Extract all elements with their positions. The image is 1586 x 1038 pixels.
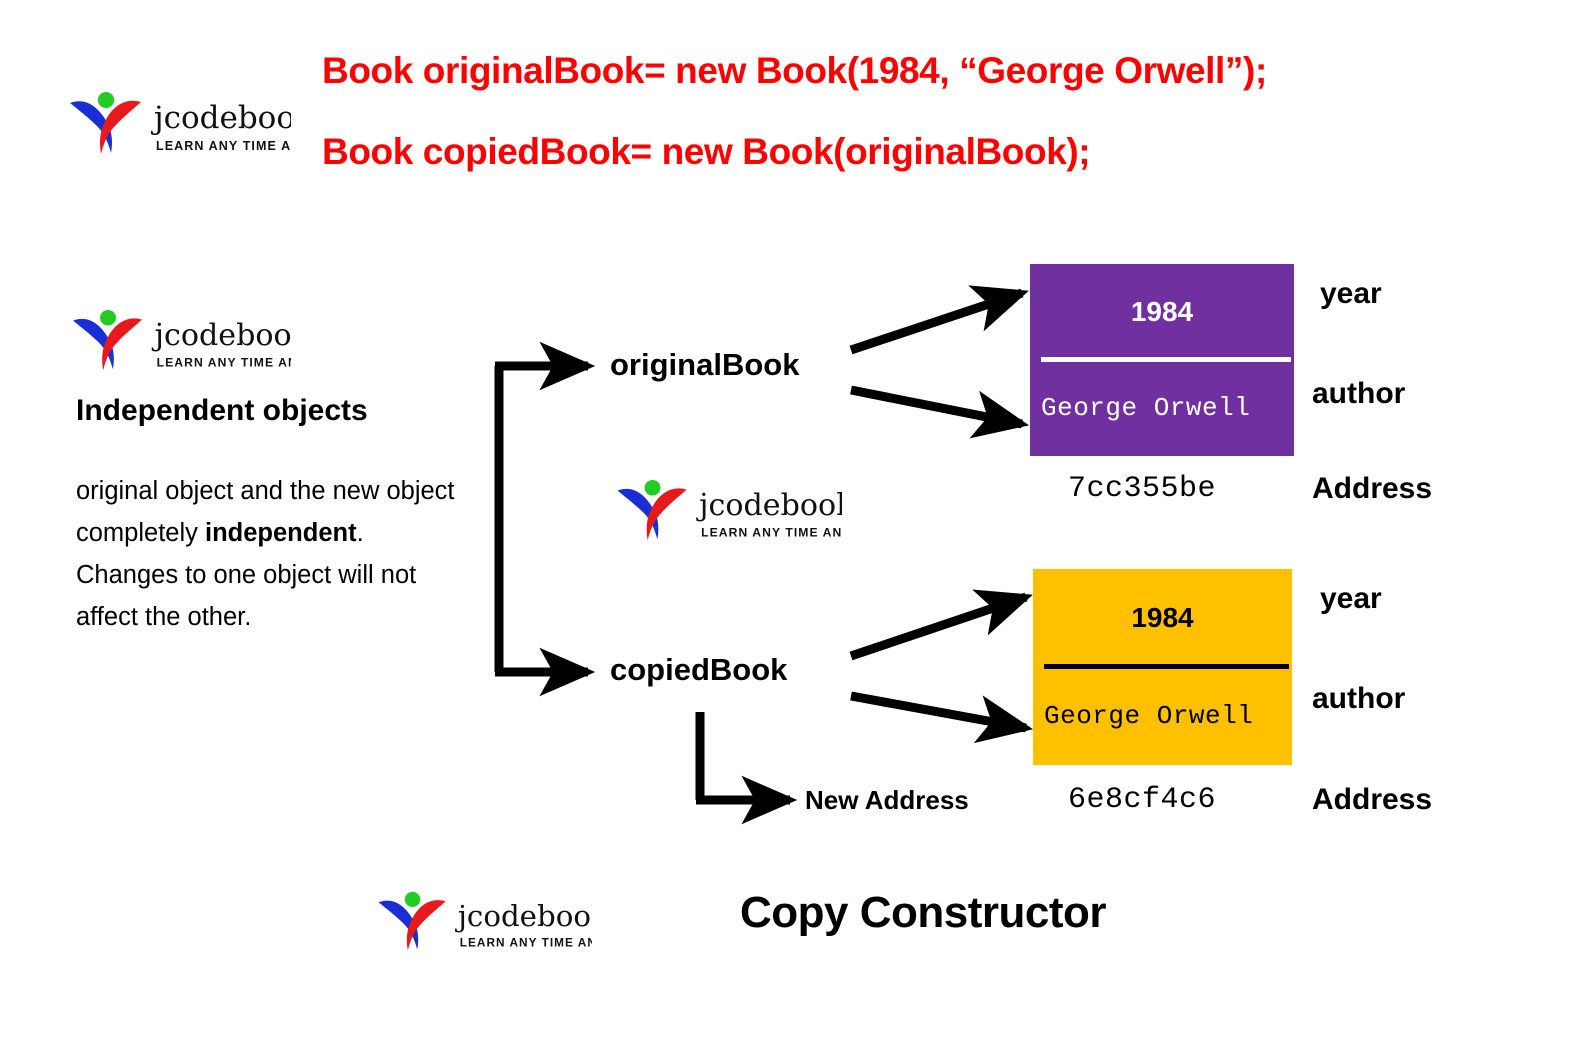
object-address-value-copied: 6e8cf4c6 [1068, 783, 1217, 817]
object-address-value-original: 7cc355be [1068, 472, 1217, 506]
logo-tagline: LEARN ANY TIME ANY WHERE [701, 525, 842, 539]
object-author-value: George Orwell [1041, 393, 1251, 423]
variable-label-originalbook: originalBook [610, 347, 800, 382]
logo-figure-icon [378, 891, 446, 951]
object-year-value: 1984 [1130, 296, 1194, 327]
logo-wordmark: jcodebook [151, 100, 291, 136]
jcodebook-logo: jcodebook LEARN ANY TIME ANY WHERE [66, 90, 291, 162]
independent-objects-heading: Independent objects [76, 394, 368, 427]
logo-figure-icon [73, 309, 143, 371]
object-field-divider [1041, 357, 1291, 362]
logo-tagline: LEARN ANY TIME ANY WHERE [460, 936, 592, 950]
description-part-2: . Changes to one object will not affect … [76, 519, 417, 631]
description-part-1: original object and the new object compl… [76, 477, 455, 547]
bracket-connector [494, 341, 596, 697]
object-year-value: 1984 [1131, 602, 1194, 633]
copied-to-object-arrows [849, 589, 1034, 744]
logo-wordmark: jcodebook [152, 318, 291, 353]
object-author-value: George Orwell [1044, 701, 1254, 731]
logo-figure-icon [617, 479, 687, 541]
logo-wordmark: jcodebook [455, 899, 592, 933]
jcodebook-logo: jcodebook LEARN ANY TIME ANY WHERE [370, 890, 592, 958]
code-statement-original: Book originalBook= new Book(1984, “Georg… [322, 50, 1267, 91]
description-emphasis: independent [204, 519, 357, 547]
field-label-year: year [1320, 277, 1382, 310]
object-box-copied: 1984 George Orwell [1033, 569, 1292, 765]
object-box-original: 1984 George Orwell [1030, 264, 1294, 456]
independent-objects-description: original object and the new object compl… [76, 470, 456, 638]
field-label-address: Address [1312, 472, 1433, 505]
logo-figure-icon [70, 92, 141, 154]
object-field-author: George Orwell [1033, 667, 1292, 765]
field-label-year: year [1320, 582, 1382, 615]
copied-to-new-address-arrow [695, 712, 798, 825]
jcodebook-logo: jcodebook LEARN ANY TIME ANY WHERE [604, 478, 842, 548]
logo-wordmark: jcodebook [696, 488, 842, 523]
diagram-title: Copy Constructor [740, 888, 1107, 937]
logo-tagline: LEARN ANY TIME ANY WHERE [157, 355, 291, 369]
field-label-address: Address [1312, 783, 1433, 816]
code-statement-copied: Book copiedBook= new Book(originalBook); [322, 131, 1091, 172]
logo-tagline: LEARN ANY TIME ANY WHERE [156, 139, 291, 153]
object-field-divider [1044, 664, 1289, 669]
object-field-year: 1984 [1030, 264, 1294, 360]
object-field-author: George Orwell [1030, 360, 1294, 456]
jcodebook-logo: jcodebook LEARN ANY TIME ANY WHERE [66, 308, 291, 378]
new-address-note: New Address [805, 785, 969, 815]
object-field-year: 1984 [1033, 569, 1292, 667]
field-label-author: author [1312, 377, 1406, 410]
variable-label-copiedbook: copiedBook [610, 652, 788, 687]
original-to-object-arrows [849, 285, 1030, 439]
field-label-author: author [1312, 682, 1406, 715]
